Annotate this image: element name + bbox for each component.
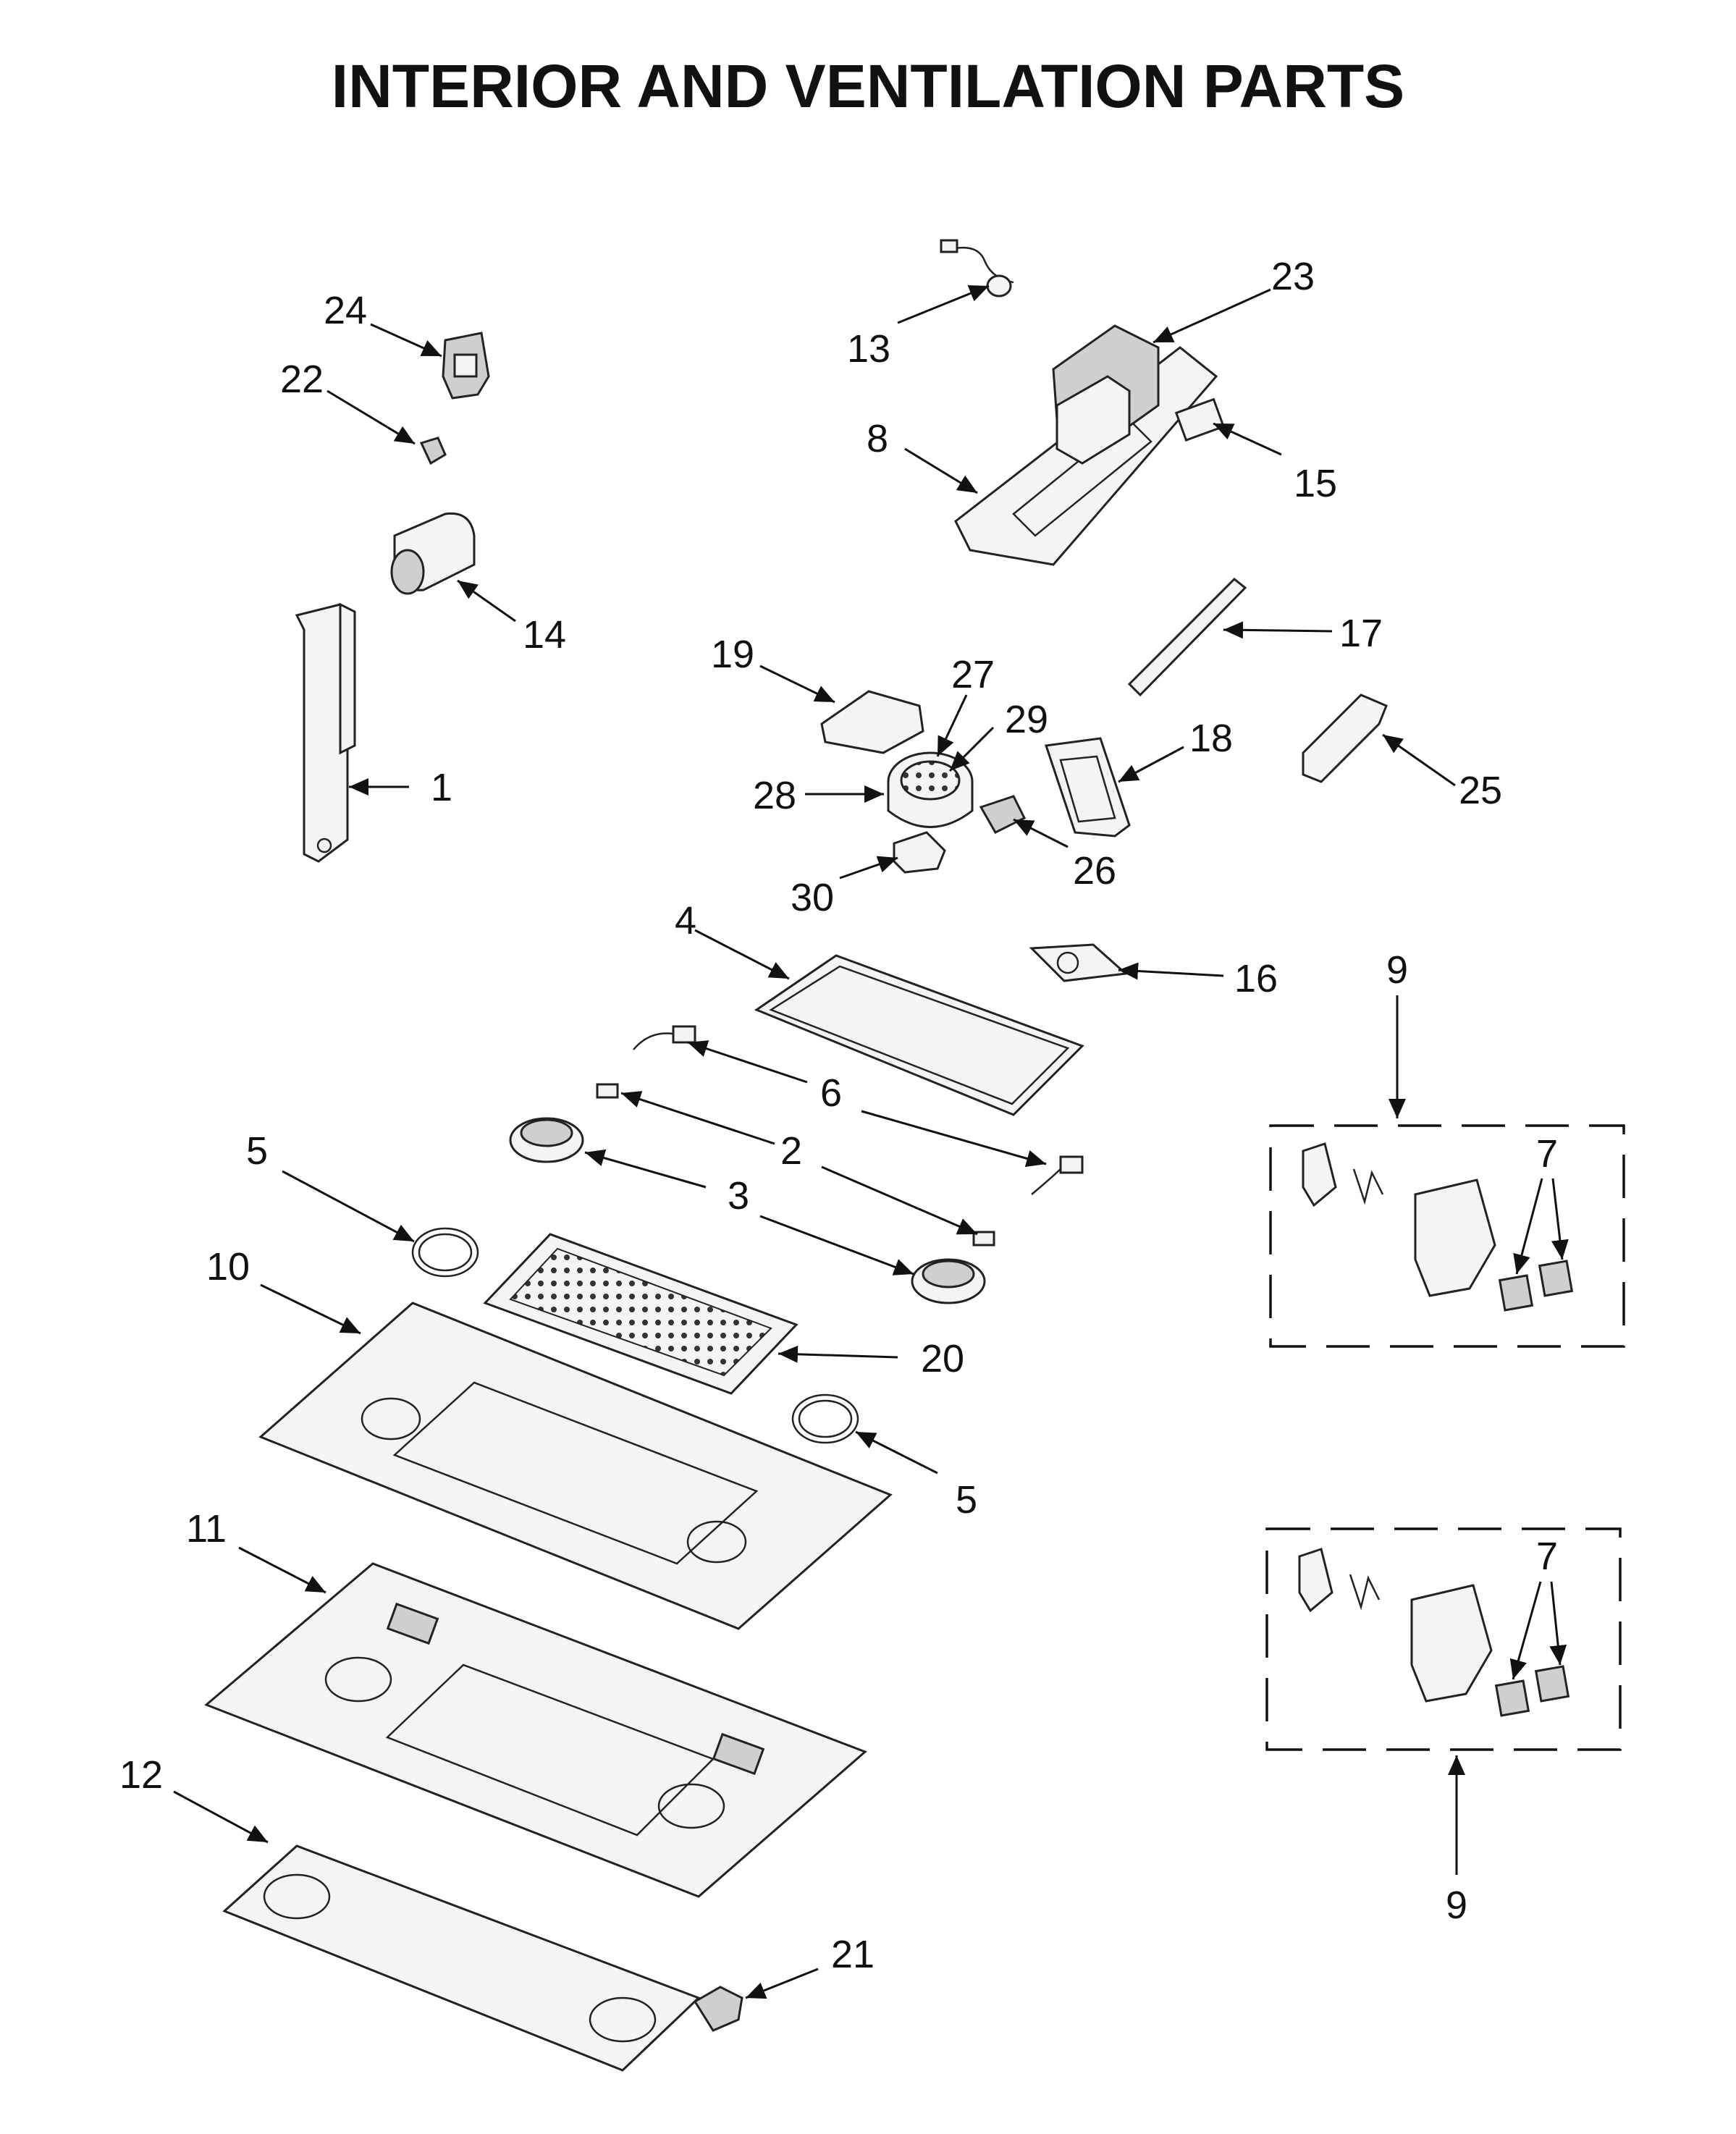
part-10-cavity-plate — [258, 1302, 893, 1630]
callout-18: 18 — [1189, 717, 1233, 760]
part-6-harness-left — [633, 1025, 696, 1050]
part-18-damper — [1045, 737, 1131, 838]
callout-1: 1 — [431, 766, 452, 809]
part-22-clip — [419, 436, 447, 465]
callout-27: 27 — [951, 653, 995, 696]
part-24-switch-bracket — [442, 332, 490, 400]
callout-9-lower: 9 — [1446, 1884, 1467, 1927]
part-5-ring-right — [791, 1393, 859, 1444]
callout-4: 4 — [675, 899, 696, 942]
part-16-plate — [1029, 943, 1129, 982]
callout-3: 3 — [728, 1174, 749, 1218]
callout-15: 15 — [1294, 462, 1337, 505]
part-6-harness-right — [1031, 1155, 1084, 1195]
part-11-bottom-plate — [204, 1562, 867, 1898]
callout-9-upper: 9 — [1386, 948, 1408, 992]
callout-24: 24 — [324, 289, 367, 332]
callout-13: 13 — [847, 327, 890, 371]
callout-23: 23 — [1271, 255, 1315, 298]
callout-16: 16 — [1234, 957, 1278, 1000]
callout-5-right: 5 — [956, 1478, 977, 1522]
assembly-9-lower — [1265, 1527, 1622, 1751]
part-26-bracket — [979, 795, 1027, 834]
callout-7-upper: 7 — [1536, 1132, 1558, 1176]
callout-7-lower: 7 — [1536, 1535, 1558, 1578]
callout-10: 10 — [206, 1245, 250, 1289]
part-25-bracket — [1302, 693, 1388, 783]
part-12-vent-panel — [222, 1844, 701, 2072]
callout-17: 17 — [1339, 612, 1383, 655]
callout-5-left: 5 — [246, 1129, 268, 1173]
callout-labels: 1 24 22 14 13 23 8 15 17 19 27 29 18 28 … — [119, 255, 1558, 1976]
callout-12: 12 — [119, 1753, 163, 1797]
callout-29: 29 — [1005, 698, 1048, 741]
part-1-bracket — [295, 602, 356, 863]
leader-lines — [173, 284, 1569, 1999]
callout-6: 6 — [820, 1071, 842, 1115]
callout-2: 2 — [780, 1129, 802, 1173]
callout-19: 19 — [711, 633, 754, 676]
callout-20: 20 — [921, 1337, 964, 1380]
part-15-component — [1174, 397, 1226, 442]
callout-14: 14 — [523, 613, 566, 657]
part-20-grille — [483, 1233, 799, 1395]
part-4-frame — [754, 954, 1084, 1116]
part-2-bulb-left — [596, 1083, 619, 1099]
part-17-rail — [1127, 577, 1247, 697]
callout-11: 11 — [186, 1507, 227, 1551]
part-21-block — [693, 1986, 743, 2032]
callout-26: 26 — [1073, 849, 1116, 893]
part-3-lens-left — [509, 1117, 584, 1163]
part-13-thermal-fuse — [940, 239, 1014, 298]
callout-28: 28 — [753, 774, 796, 817]
part-23-transformer — [1052, 324, 1160, 465]
page-title: INTERIOR AND VENTILATION PARTS — [332, 52, 1404, 120]
part-2-bulb-right — [972, 1231, 995, 1247]
part-5-ring-left — [411, 1227, 479, 1278]
part-19-housing — [820, 690, 924, 754]
assembly-9-upper — [1269, 1124, 1625, 1348]
part-30-motor-mount — [893, 831, 946, 874]
callout-8: 8 — [867, 417, 888, 460]
callout-25: 25 — [1459, 769, 1502, 812]
part-3-lens-right — [911, 1258, 986, 1304]
part-14-capacitor — [390, 512, 476, 595]
part-29-fan-blade — [900, 760, 961, 801]
callout-21: 21 — [831, 1933, 875, 1976]
callout-30: 30 — [791, 876, 834, 919]
callout-22: 22 — [280, 358, 324, 401]
